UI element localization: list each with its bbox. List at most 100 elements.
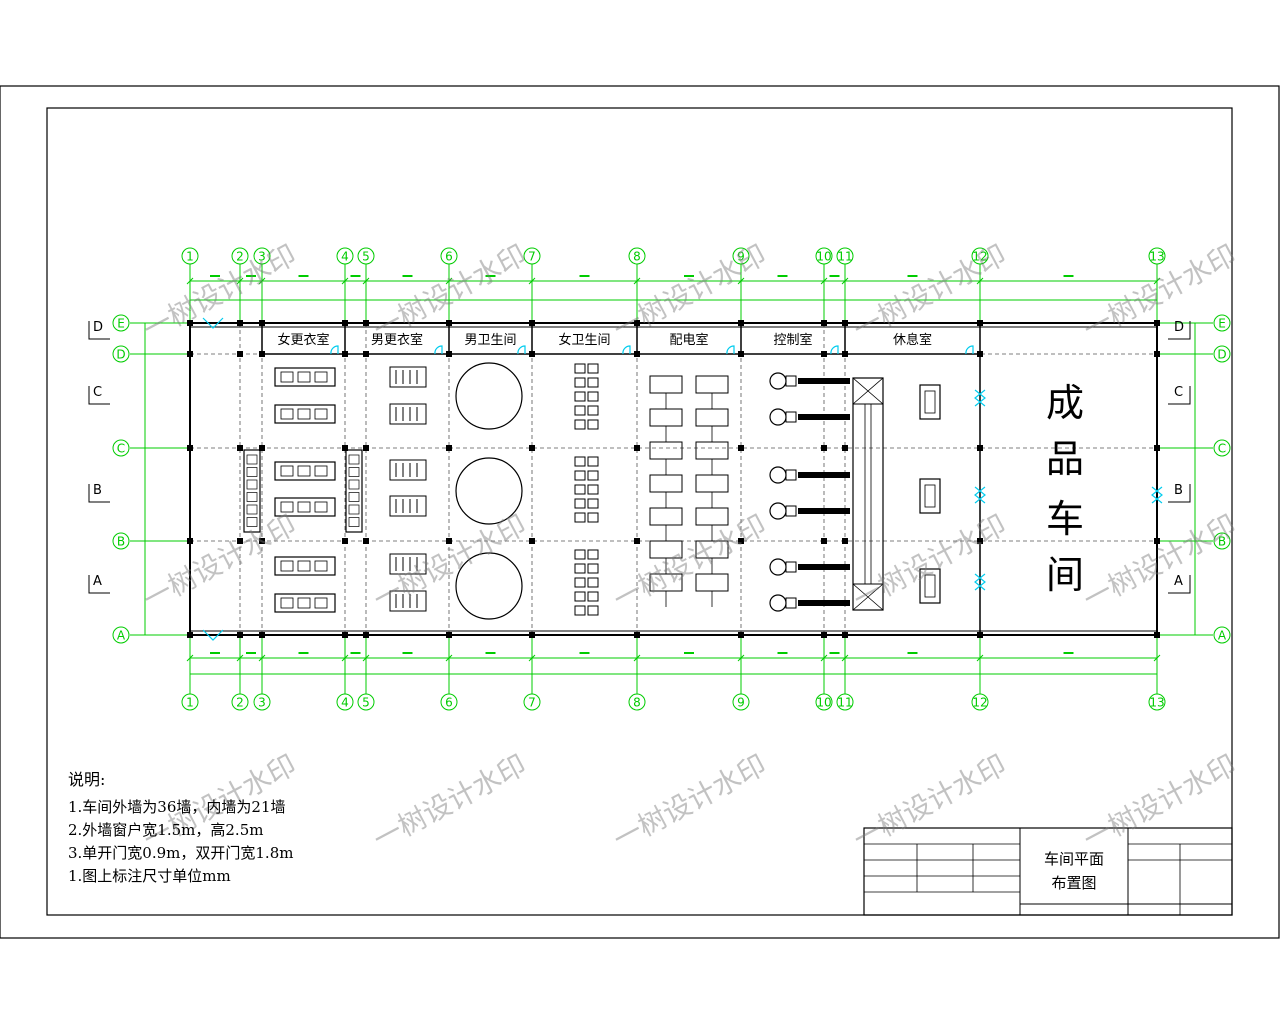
section-mark-left: B	[93, 483, 102, 498]
door-mark	[974, 389, 986, 407]
section-arrow-right	[1168, 386, 1191, 405]
column	[842, 538, 848, 544]
cell-box	[695, 474, 729, 493]
workshop-label-char: 成	[1046, 381, 1084, 425]
axis-label-x: 8	[633, 250, 641, 264]
dimension-text-mark	[777, 652, 788, 654]
vertical-rack	[345, 449, 363, 533]
stack-cell	[587, 549, 599, 560]
axis-bubble	[253, 693, 271, 711]
dimension-tick	[528, 277, 536, 285]
motor	[769, 408, 787, 426]
machine	[274, 556, 336, 576]
column	[187, 632, 193, 638]
dimension-text-mark	[350, 275, 361, 277]
conveyor-end	[852, 583, 884, 611]
stack-cell	[574, 563, 586, 574]
dimension-tick	[820, 654, 828, 662]
dimension-text-mark	[402, 652, 413, 654]
section-arrow-right	[1168, 321, 1191, 340]
vertical-rack	[243, 449, 261, 533]
dimension-tick	[445, 654, 453, 662]
vertical-rack-cell	[348, 504, 360, 515]
axis-label-y: B	[1218, 535, 1226, 549]
cell-box	[649, 441, 683, 460]
column	[342, 632, 348, 638]
column	[529, 538, 535, 544]
room-label: 配电室	[669, 332, 708, 348]
column	[363, 538, 369, 544]
note-line-3: 3.单开门宽0.9m，双开门宽1.8m	[68, 844, 294, 862]
dimension-text-mark	[246, 275, 256, 277]
column	[977, 445, 983, 451]
drawing-name: 车间平面	[1044, 850, 1104, 868]
dimension-text-mark	[684, 275, 694, 277]
column	[634, 632, 640, 638]
door-swing	[330, 345, 339, 355]
axis-label-y: C	[117, 442, 125, 456]
cell-box	[649, 408, 683, 427]
axis-bubble	[971, 693, 989, 711]
motor-coupling	[785, 375, 797, 387]
door-mark	[974, 573, 986, 591]
dimension-text-mark	[402, 275, 413, 277]
column	[842, 445, 848, 451]
dimension-text-mark	[829, 275, 840, 277]
axis-bubble	[357, 693, 375, 711]
drawing-name: 布置图	[1051, 874, 1096, 892]
dimension-tick	[1153, 277, 1161, 285]
machine-part	[280, 371, 294, 383]
cabinet	[919, 384, 941, 420]
axis-label-x: 12	[972, 696, 987, 710]
outer-frame	[0, 85, 1280, 939]
axis-label-x: 13	[1149, 250, 1164, 264]
dimension-tick	[841, 277, 849, 285]
axis-label-x: 2	[236, 696, 244, 710]
cell-box	[695, 507, 729, 526]
column	[1154, 538, 1160, 544]
axis-bubble	[112, 532, 130, 550]
dimension-tick	[186, 277, 194, 285]
door-swing	[830, 345, 839, 355]
column	[529, 445, 535, 451]
stack-cell	[574, 456, 586, 467]
axis-label-x: 3	[258, 250, 266, 264]
axis-bubble	[815, 247, 833, 265]
dimension-text-mark	[298, 275, 309, 277]
vertical-rack-cell	[246, 504, 258, 515]
conveyor-belt	[798, 564, 850, 570]
unit	[389, 590, 427, 612]
cabinet	[919, 478, 941, 514]
motor	[769, 372, 787, 390]
column	[363, 320, 369, 326]
section-mark-left: D	[93, 320, 103, 335]
watermark: 一树设计水印	[138, 508, 302, 616]
stack-cell	[587, 577, 599, 588]
axis-bubble	[1213, 314, 1231, 332]
door-swing	[726, 345, 735, 355]
axis-label-x: 6	[445, 250, 453, 264]
conveyor-end	[852, 377, 884, 405]
machine-part	[280, 465, 294, 477]
section-mark-left: A	[93, 574, 102, 589]
machine	[274, 367, 336, 387]
door-mark	[974, 486, 986, 504]
cell-box	[649, 375, 683, 394]
dimension-tick	[236, 654, 244, 662]
axis-label-y: C	[1218, 442, 1226, 456]
dimension-tick	[341, 654, 349, 662]
column	[237, 320, 243, 326]
stack-cell	[574, 419, 586, 430]
stack-cell	[587, 498, 599, 509]
machine-part	[297, 408, 311, 420]
door-swing	[434, 345, 443, 355]
stack-cell	[587, 377, 599, 388]
machine-part	[314, 560, 328, 572]
cell-box	[695, 573, 729, 592]
dimension-tick	[362, 277, 370, 285]
door-swing	[517, 345, 526, 355]
stack-cell	[574, 577, 586, 588]
stack-cell	[587, 470, 599, 481]
column	[1154, 632, 1160, 638]
section-arrow-right	[1168, 484, 1191, 503]
